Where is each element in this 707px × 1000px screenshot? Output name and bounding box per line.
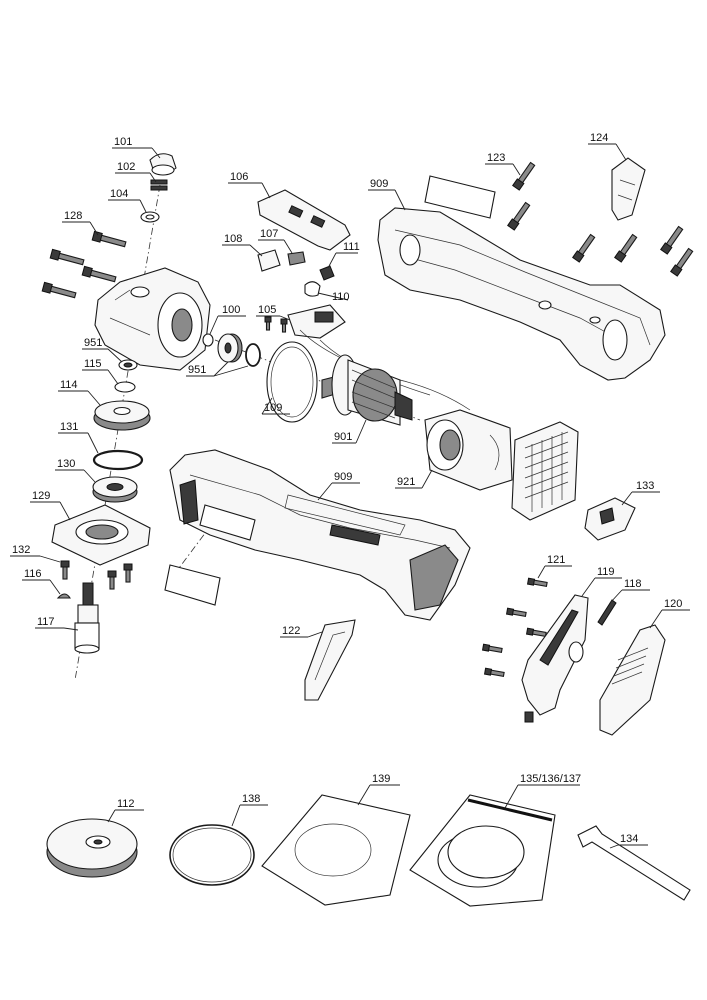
label-139: 139: [372, 773, 390, 785]
label-134: 134: [620, 833, 638, 845]
screws-123: [507, 161, 694, 277]
clip-124: [611, 157, 646, 221]
screws-128: [41, 230, 127, 299]
label-133: 133: [636, 480, 654, 492]
label-110: 110: [332, 291, 350, 303]
washer-104: [140, 211, 160, 223]
motor-grille: [511, 421, 579, 521]
screws-132: [60, 560, 133, 590]
label-122: 122: [282, 625, 300, 637]
label-115: 115: [84, 358, 102, 370]
switch-111: [319, 265, 335, 281]
label-plate-top: [424, 175, 496, 219]
label-105: 105: [258, 304, 276, 316]
label-104: 104: [110, 188, 128, 200]
label-117: 117: [37, 616, 55, 628]
label-111: 111: [343, 241, 360, 253]
backing-pad-112: [46, 818, 138, 878]
fan-disc-109: [266, 341, 318, 423]
armature-901: [321, 354, 413, 426]
housing-half-909-top: [377, 207, 666, 381]
label-901: 901: [334, 431, 352, 443]
pad-107: [287, 251, 306, 266]
label-102: 102: [117, 161, 135, 173]
stator-921: [424, 409, 513, 491]
label-101: 101: [114, 136, 132, 148]
label-118: 118: [624, 578, 642, 590]
flange-cover-129: [51, 504, 151, 566]
axis-line-gear: [74, 184, 161, 681]
sanding-sheet-pack-135: [409, 794, 556, 907]
label-plate-bottom: [164, 564, 221, 606]
label-909-bottom: 909: [334, 471, 352, 483]
hex-key-134: [577, 825, 691, 901]
spindle-117: [74, 582, 100, 654]
label-132: 132: [12, 544, 30, 556]
label-112: 112: [117, 798, 135, 810]
o-ring-100: [202, 333, 214, 347]
screws-121: [481, 577, 548, 678]
label-100: 100: [222, 304, 240, 316]
label-131: 131: [60, 421, 78, 433]
gear-housing: [94, 267, 211, 371]
label-921: 921: [397, 476, 415, 488]
bracket-119: [521, 594, 589, 723]
label-135-136-137: 135/136/137: [520, 773, 581, 785]
spindle-lock-button: [149, 153, 177, 176]
label-123: 123: [487, 152, 505, 164]
label-909-top: 909: [370, 178, 388, 190]
bearing-951-motor: [217, 333, 243, 363]
key-116: [56, 593, 71, 599]
spring: [150, 179, 168, 191]
label-129: 129: [32, 490, 50, 502]
bearing-951-small: [118, 359, 138, 371]
bearing-130: [92, 476, 138, 503]
label-121: 121: [547, 554, 565, 566]
retaining-ring-951: [245, 343, 261, 367]
ring-138: [169, 824, 255, 886]
label-109: 109: [264, 402, 282, 414]
cover-122: [304, 619, 356, 701]
label-138: 138: [242, 793, 260, 805]
label-128: 128: [64, 210, 82, 222]
label-114: 114: [60, 379, 78, 391]
ring-115: [114, 381, 136, 393]
battery-terminal-133: [584, 497, 636, 541]
label-124: 124: [590, 132, 608, 144]
label-116: 116: [24, 568, 42, 580]
retaining-ring-131: [92, 449, 144, 471]
label-130: 130: [57, 458, 75, 470]
housing-half-909-bottom: [169, 449, 471, 621]
bevel-gear-114: [93, 400, 151, 431]
label-951-center: 951: [188, 364, 206, 376]
switch-block-108: [257, 249, 281, 272]
label-107: 107: [260, 228, 278, 240]
cap-110: [304, 281, 321, 297]
latch-button-120: [599, 624, 666, 736]
label-106: 106: [230, 171, 248, 183]
label-120: 120: [664, 598, 682, 610]
sanding-sheet-pack-139: [261, 794, 411, 906]
label-108: 108: [224, 233, 242, 245]
label-119: 119: [597, 566, 615, 578]
spring-118: [597, 599, 617, 626]
switch-plate-106: [257, 189, 351, 251]
label-951-left: 951: [84, 337, 102, 349]
